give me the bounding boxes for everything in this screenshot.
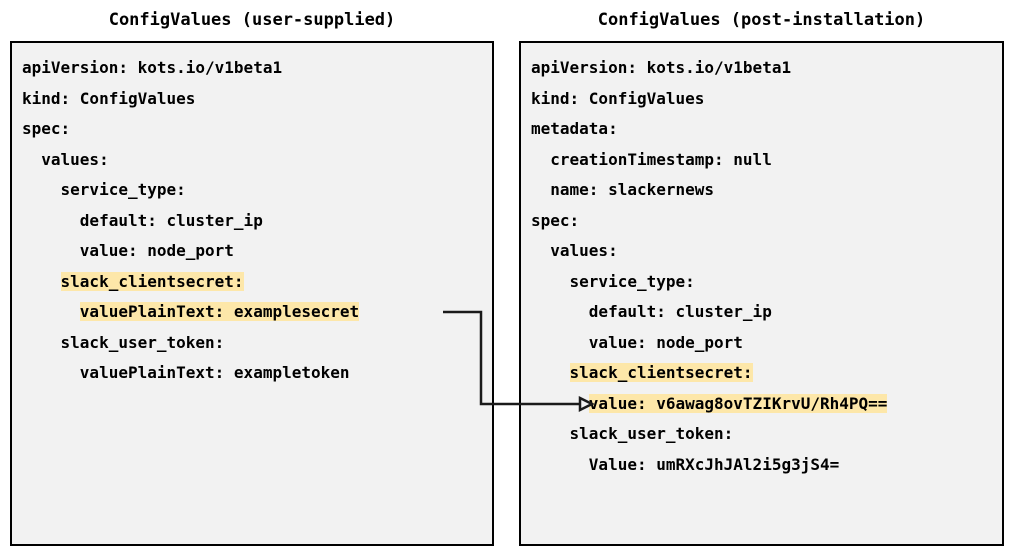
- yaml-line-text: spec:: [531, 210, 580, 230]
- yaml-line-text: service_type:: [60, 180, 186, 199]
- yaml-line: default: cluster_ip: [12, 206, 492, 237]
- yaml-line: spec:: [12, 114, 492, 145]
- yaml-line-text: slack_clientsecret:: [60, 271, 244, 291]
- yaml-line: name: slackernews: [521, 175, 1002, 206]
- yaml-line: slack_user_token:: [12, 328, 492, 359]
- yaml-line-text: metadata:: [531, 119, 618, 138]
- yaml-line: service_type:: [12, 175, 492, 206]
- yaml-line-text: Value: umRXcJhJAl2i5g3jS4=: [588, 454, 840, 474]
- yaml-line: slack_user_token:: [521, 419, 1002, 450]
- panel-title-user-supplied: ConfigValues (user-supplied): [108, 10, 396, 30]
- yaml-line-text: kind: ConfigValues: [22, 88, 196, 108]
- yaml-line: metadata:: [521, 114, 1002, 145]
- yaml-line: valuePlainText: exampletoken: [12, 358, 492, 389]
- yaml-line: value: node_port: [521, 328, 1002, 359]
- config-values-panel-post-installation: apiVersion: kots.io/v1beta1 kind: ConfigV…: [519, 41, 1004, 546]
- yaml-line-text: apiVersion: kots.io/v1beta1: [531, 58, 792, 77]
- yaml-line-text: slack_user_token:: [60, 332, 225, 352]
- yaml-line-text: slack_user_token:: [569, 424, 734, 443]
- yaml-line: creationTimestamp: null: [521, 145, 1002, 176]
- yaml-line: apiVersion: kots.io/v1beta1: [12, 53, 492, 84]
- yaml-line: service_type:: [521, 267, 1002, 298]
- yaml-line-text: value: node_port: [588, 332, 743, 352]
- yaml-line-text: spec:: [22, 119, 71, 138]
- yaml-line: spec:: [521, 206, 1002, 237]
- yaml-line-text: name: slackernews: [550, 180, 715, 199]
- yaml-line-text: values:: [41, 149, 109, 169]
- yaml-line-text: value: v6awag8ovTZIKrvU/Rh4PQ==: [588, 393, 888, 413]
- yaml-line: default: cluster_ip: [521, 297, 1002, 328]
- yaml-line-text: default: cluster_ip: [79, 210, 263, 230]
- yaml-line-text: apiVersion: kots.io/v1beta1: [22, 58, 283, 77]
- yaml-line-text: value: node_port: [79, 241, 234, 260]
- yaml-line-text: valuePlainText: exampletoken: [79, 363, 350, 382]
- yaml-line: slack_clientsecret:: [521, 358, 1002, 389]
- yaml-line: slack_clientsecret:: [12, 267, 492, 298]
- yaml-line: values:: [521, 236, 1002, 267]
- yaml-line-text: creationTimestamp: null: [550, 149, 772, 169]
- panel-title-post-installation: ConfigValues (post-installation): [597, 10, 926, 30]
- yaml-line-text: kind: ConfigValues: [531, 88, 705, 108]
- yaml-line-text: values:: [550, 241, 618, 260]
- config-values-panel-user-supplied: apiVersion: kots.io/v1beta1 kind: ConfigV…: [10, 41, 494, 546]
- yaml-line-text: slack_clientsecret:: [569, 363, 753, 382]
- yaml-line: apiVersion: kots.io/v1beta1: [521, 53, 1002, 84]
- yaml-code-block-post-installation: apiVersion: kots.io/v1beta1 kind: ConfigV…: [521, 43, 1002, 480]
- yaml-line: value: v6awag8ovTZIKrvU/Rh4PQ==: [521, 389, 1002, 420]
- yaml-code-block-user-supplied: apiVersion: kots.io/v1beta1 kind: ConfigV…: [12, 43, 492, 389]
- yaml-line: valuePlainText: examplesecret: [12, 297, 492, 328]
- yaml-line-text: service_type:: [569, 271, 695, 291]
- yaml-line: values:: [12, 145, 492, 176]
- yaml-line: value: node_port: [12, 236, 492, 267]
- yaml-line: kind: ConfigValues: [521, 84, 1002, 115]
- yaml-line-text: default: cluster_ip: [588, 302, 772, 321]
- yaml-line: kind: ConfigValues: [12, 84, 492, 115]
- yaml-line-text: valuePlainText: examplesecret: [79, 302, 360, 321]
- yaml-line: Value: umRXcJhJAl2i5g3jS4=: [521, 450, 1002, 481]
